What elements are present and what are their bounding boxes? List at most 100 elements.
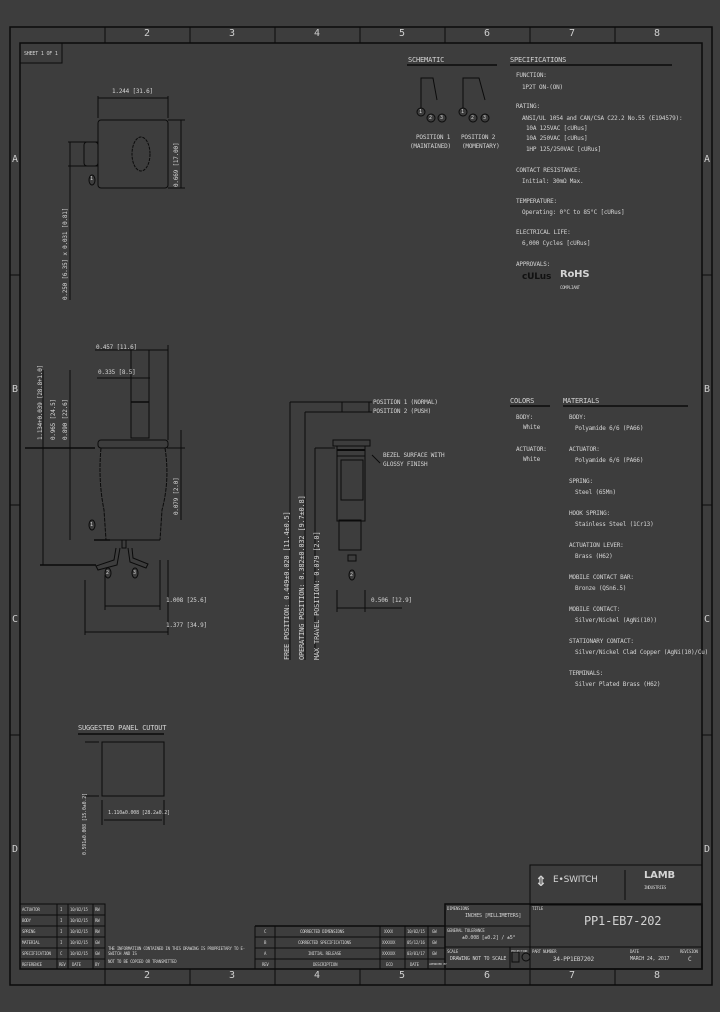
- approval-cell: DATE: [72, 962, 81, 967]
- dimensions-value: INCHES [MILLIMETERS]: [465, 913, 522, 919]
- column-label: 4: [313, 970, 321, 981]
- terminal-label: 2: [429, 115, 432, 121]
- revision-cell: 10/02/15: [407, 929, 425, 934]
- rohs-sub: COMPLIANT: [560, 285, 580, 290]
- column-label: 7: [568, 28, 576, 39]
- dimension: 0.079 [2.0]: [173, 477, 180, 515]
- drawing-title: PP1-EB7-202: [584, 914, 662, 928]
- approval-cell: C: [60, 951, 63, 956]
- date-label: DATE: [630, 949, 639, 954]
- spec-label: ELECTRICAL LIFE:: [516, 229, 571, 236]
- approval-cell: BODY: [22, 918, 31, 923]
- position-sub: (MOMENTARY): [462, 143, 500, 150]
- cutout-width-dim: 1.110±0.008 [28.2±0.2]: [108, 810, 170, 816]
- spec-value: 10A 250VAC [cURus]: [526, 135, 588, 142]
- approval-cell: RW: [95, 918, 100, 923]
- column-label: 8: [653, 28, 661, 39]
- proprietary-notice: THE INFORMATION CONTAINED IN THIS DRAWIN…: [108, 946, 245, 956]
- colors-title: COLORS: [510, 397, 535, 405]
- bezel-note: GLOSSY FINISH: [383, 461, 428, 468]
- part-number: 34-PP1EB7202: [553, 956, 594, 963]
- row-label: A: [11, 154, 19, 165]
- revision-cell: GW: [432, 929, 437, 934]
- spec-value: Operating: 0°C to 85°C [cURus]: [522, 209, 625, 216]
- approval-cell: 10/02/15: [70, 929, 88, 934]
- material-value: Brass (H62): [575, 553, 613, 560]
- spec-label: RATING:: [516, 103, 540, 110]
- row-label: D: [11, 844, 19, 855]
- material-value: Polyamide 6/6 (PA66): [575, 425, 644, 432]
- part-number-label: PART NUMBER: [532, 949, 557, 954]
- row-label: A: [703, 154, 711, 165]
- column-label: 6: [483, 970, 491, 981]
- revision-cell: 03/01/17: [407, 951, 425, 956]
- revision-cell: REV: [262, 962, 269, 967]
- material-label: ACTUATOR:: [569, 446, 600, 453]
- spec-value: Initial: 30mΩ Max.: [522, 178, 584, 185]
- approval-cell: REV: [59, 962, 66, 967]
- title-label: TITLE: [532, 906, 544, 911]
- color-value: White: [523, 424, 541, 431]
- approval-cell: ACTUATOR: [22, 907, 40, 912]
- lamb-sub: INDUSTRIES: [644, 885, 667, 890]
- sheet-number: SHEET 1 OF 1: [24, 51, 58, 57]
- dimension: 0.890 [22.6]: [62, 399, 69, 440]
- approval-cell: I: [60, 907, 63, 912]
- approval-cell: BY: [95, 962, 100, 967]
- materials-title: MATERIALS: [563, 397, 600, 405]
- lamb-wordmark: LAMB: [644, 870, 675, 881]
- terminal-label: 2: [106, 570, 109, 576]
- approval-cell: SPECIFICATION: [22, 951, 51, 956]
- dimension: 1.134+0.039 [28.8+1.0]: [37, 364, 44, 440]
- terminal-label: 1: [90, 176, 93, 182]
- material-label: MOBILE CONTACT BAR:: [569, 574, 634, 581]
- revision-cell: DATE: [410, 962, 419, 967]
- approval-cell: SPRING: [22, 929, 36, 934]
- date-value: MARCH 24, 2017: [630, 956, 670, 962]
- row-label: C: [703, 614, 711, 625]
- approval-cell: RW: [95, 929, 100, 934]
- dimensions-label: DIMENSIONS: [447, 906, 470, 911]
- approval-cell: I: [60, 929, 63, 934]
- dimension: 1.377 [34.9]: [166, 622, 207, 629]
- dimension: 0.335 [8.5]: [98, 369, 136, 376]
- revision-cell: APPROVED BY: [429, 962, 447, 966]
- material-label: HOOK SPRING:: [569, 510, 610, 517]
- spec-value: 10A 125VAC [cURus]: [526, 125, 588, 132]
- eswitch-wordmark: E•SWITCH: [553, 875, 598, 885]
- spec-label: APPROVALS:: [516, 261, 551, 268]
- position-label: POSITION 2: [461, 134, 496, 141]
- column-label: 2: [143, 28, 151, 39]
- approval-cell: GW: [95, 951, 100, 956]
- revision-cell: XXXX: [384, 929, 393, 934]
- proprietary-notice: NOT TO BE COPIED OR TRANSMITTED: [108, 959, 177, 964]
- row-label: B: [703, 384, 711, 395]
- dimension: 1.008 [25.6]: [166, 597, 207, 604]
- material-value: Polyamide 6/6 (PA66): [575, 457, 644, 464]
- row-label: D: [703, 844, 711, 855]
- material-label: ACTUATION LEVER:: [569, 542, 624, 549]
- material-value: Stainless Steel (1Cr13): [575, 521, 654, 528]
- color-label: ACTUATOR:: [516, 446, 547, 453]
- terminal-label: 3: [483, 115, 486, 121]
- approval-cell: GW: [95, 940, 100, 945]
- column-label: 5: [398, 970, 406, 981]
- approval-cell: REFERENCE: [22, 962, 42, 967]
- approval-cell: 10/02/15: [70, 907, 88, 912]
- dimension: 0.965 [24.5]: [50, 399, 57, 440]
- max-travel-dim: MAX TRAVEL POSITION: 0.079 [2.0]: [313, 531, 321, 660]
- row-label: C: [11, 614, 19, 625]
- position-label: POSITION 1: [416, 134, 451, 141]
- revision-cell: INITIAL RELEASE: [308, 951, 342, 956]
- column-label: 3: [228, 970, 236, 981]
- tolerance-value: ±0.008 [±0.2] / ±5°: [462, 935, 516, 941]
- revision-cell: CORRECTED DIMENSIONS: [300, 929, 345, 934]
- dimension-terminal: 0.250 [6.35] x 0.031 [0.81]: [62, 207, 69, 300]
- terminal-label: 1: [461, 109, 464, 115]
- terminal-label: 1: [419, 109, 422, 115]
- revision-cell: 05/12/16: [407, 940, 425, 945]
- terminal-label: 1: [90, 522, 93, 528]
- row-label: B: [11, 384, 19, 395]
- dimension-width: 1.244 [31.6]: [112, 88, 153, 95]
